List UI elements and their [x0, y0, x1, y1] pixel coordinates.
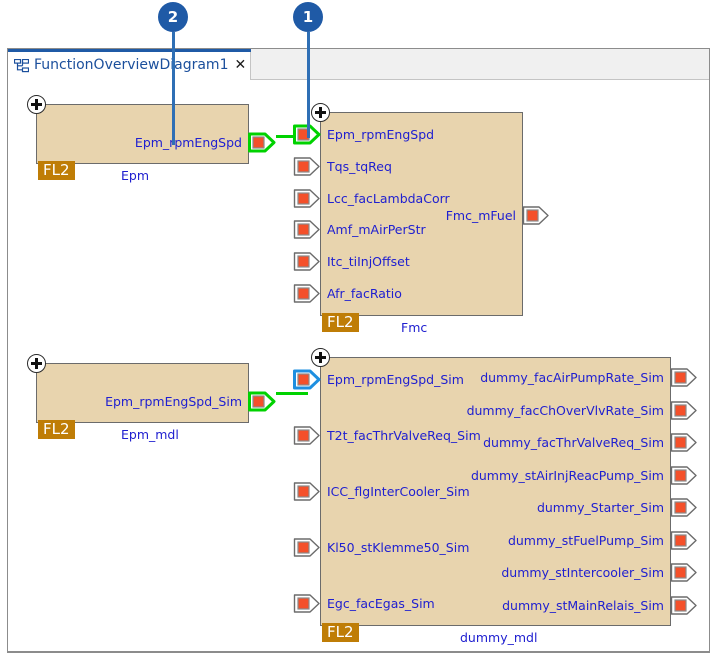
output-port-label-fmc-0: Fmc_mFuel	[445, 208, 516, 223]
input-port-fmc-2[interactable]	[293, 188, 321, 209]
status-bar	[7, 652, 717, 659]
input-port-label-fmc-3: Amf_mAirPerStr	[327, 222, 426, 237]
input-port-fmc-4[interactable]	[293, 251, 321, 272]
output-port-label-dummy_mdl-7: dummy_stMainRelais_Sim	[502, 598, 664, 613]
callout-leader-line	[172, 32, 175, 145]
tab-strip: FunctionOverviewDiagram1 ✕	[8, 49, 709, 80]
block-dummy_mdl[interactable]	[320, 357, 671, 626]
status-segment	[403, 653, 717, 658]
level-badge-epm: FL2	[38, 161, 75, 180]
block-epm[interactable]	[36, 104, 249, 164]
output-port-dummy_mdl-5[interactable]	[670, 530, 698, 551]
tab-active-indicator	[8, 49, 251, 52]
tab-function-overview-diagram1[interactable]: FunctionOverviewDiagram1 ✕	[8, 49, 251, 80]
block-name-dummy_mdl: dummy_mdl	[460, 630, 538, 645]
status-segment	[7, 653, 404, 658]
output-port-label-dummy_mdl-5: dummy_stFuelPump_Sim	[507, 533, 664, 548]
input-port-label-dummy_mdl-3: Kl50_stKlemme50_Sim	[327, 540, 470, 555]
input-port-label-fmc-0: Epm_rpmEngSpd	[327, 127, 435, 142]
level-badge-fmc: FL2	[322, 313, 359, 332]
expand-plus-icon-epm_mdl[interactable]	[27, 354, 46, 373]
input-port-fmc-3[interactable]	[293, 219, 321, 240]
output-port-label-dummy_mdl-3: dummy_stAirInjReacPump_Sim	[470, 468, 664, 483]
input-port-label-fmc-5: Afr_facRatio	[327, 286, 402, 301]
input-port-dummy_mdl-4[interactable]	[293, 593, 321, 614]
output-port-epm-0[interactable]	[248, 132, 276, 153]
tab-label: FunctionOverviewDiagram1	[34, 56, 229, 73]
input-port-label-dummy_mdl-4: Egc_facEgas_Sim	[327, 596, 435, 611]
block-name-fmc: Fmc	[401, 320, 428, 335]
output-port-dummy_mdl-0[interactable]	[670, 367, 698, 388]
output-port-dummy_mdl-1[interactable]	[670, 400, 698, 421]
level-badge-dummy_mdl: FL2	[322, 623, 359, 642]
input-port-fmc-5[interactable]	[293, 283, 321, 304]
hierarchy-diagram-icon	[13, 58, 30, 72]
output-port-label-epm-0: Epm_rpmEngSpd	[134, 135, 242, 150]
level-badge-epm_mdl: FL2	[38, 420, 75, 439]
input-port-label-fmc-1: Tqs_tqReq	[327, 159, 392, 174]
output-port-label-dummy_mdl-0: dummy_facAirPumpRate_Sim	[480, 370, 664, 385]
output-port-fmc-0[interactable]	[522, 205, 550, 226]
input-port-label-dummy_mdl-2: ICC_flgInterCooler_Sim	[327, 484, 470, 499]
input-port-dummy_mdl-1[interactable]	[293, 425, 321, 446]
input-port-dummy_mdl-3[interactable]	[293, 537, 321, 558]
callout-leader-line	[307, 32, 310, 138]
connection-wire-1[interactable]	[276, 392, 308, 395]
output-port-dummy_mdl-6[interactable]	[670, 562, 698, 583]
connection-wire-0[interactable]	[276, 135, 308, 138]
input-port-label-dummy_mdl-0: Epm_rpmEngSpd_Sim	[327, 372, 464, 387]
block-name-epm: Epm	[121, 168, 150, 183]
output-port-label-epm_mdl-0: Epm_rpmEngSpd_Sim	[105, 394, 242, 409]
output-port-dummy_mdl-3[interactable]	[670, 465, 698, 486]
output-port-dummy_mdl-4[interactable]	[670, 497, 698, 518]
input-port-label-dummy_mdl-1: T2t_facThrValveReq_Sim	[327, 428, 481, 443]
input-port-label-fmc-4: Itc_tiInjOffset	[327, 254, 410, 269]
block-fmc[interactable]	[320, 112, 523, 316]
callout-badge-2: 2	[158, 2, 188, 32]
block-name-epm_mdl: Epm_mdl	[121, 427, 179, 442]
output-port-epm_mdl-0[interactable]	[248, 391, 276, 412]
close-icon[interactable]: ✕	[234, 56, 247, 73]
callout-badge-1: 1	[293, 2, 323, 32]
output-port-dummy_mdl-7[interactable]	[670, 595, 698, 616]
output-port-label-dummy_mdl-4: dummy_Starter_Sim	[536, 500, 664, 515]
block-epm_mdl[interactable]	[36, 363, 249, 423]
output-port-label-dummy_mdl-1: dummy_facChOverVlvRate_Sim	[466, 403, 664, 418]
input-port-label-fmc-2: Lcc_facLambdaCorr	[327, 191, 450, 206]
expand-plus-icon-fmc[interactable]	[311, 103, 330, 122]
expand-plus-icon-dummy_mdl[interactable]	[311, 348, 330, 367]
output-port-label-dummy_mdl-6: dummy_stIntercooler_Sim	[501, 565, 664, 580]
input-port-dummy_mdl-0[interactable]	[293, 369, 321, 390]
input-port-dummy_mdl-2[interactable]	[293, 481, 321, 502]
expand-plus-icon-epm[interactable]	[27, 95, 46, 114]
input-port-fmc-1[interactable]	[293, 156, 321, 177]
output-port-dummy_mdl-2[interactable]	[670, 432, 698, 453]
output-port-label-dummy_mdl-2: dummy_facThrValveReq_Sim	[483, 435, 664, 450]
